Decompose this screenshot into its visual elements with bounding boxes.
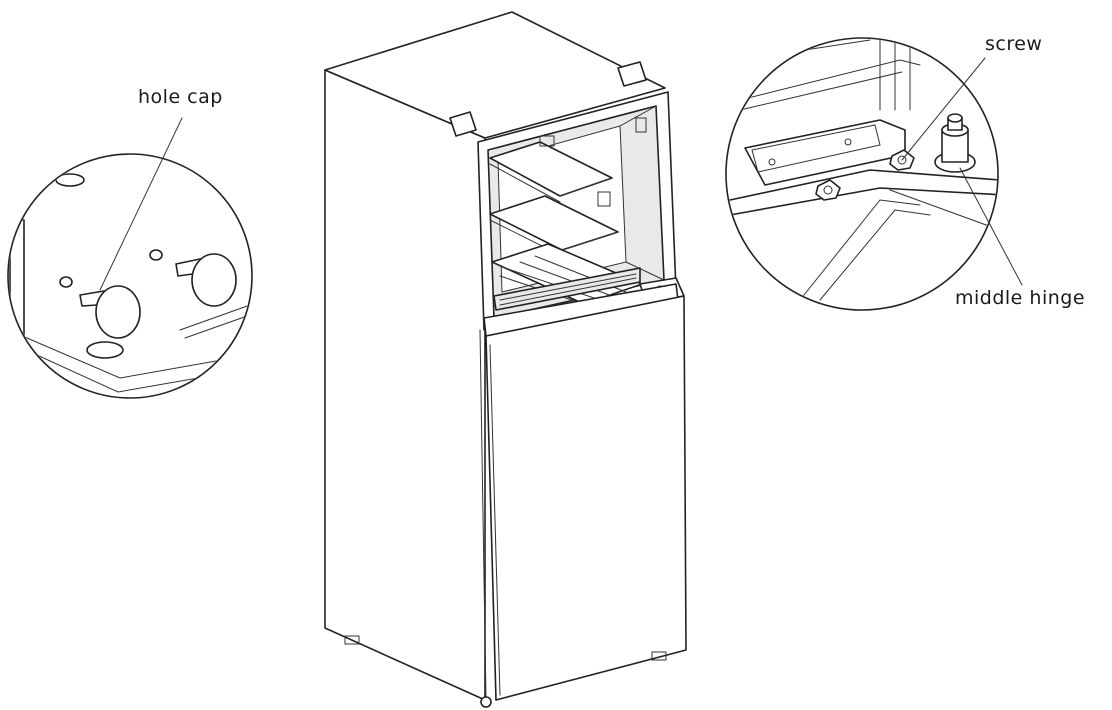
hole-cap-1 <box>79 285 141 339</box>
fridge-top-panel <box>324 11 666 139</box>
refrigerator-door <box>485 295 687 701</box>
middle-hinge-leader-line <box>959 167 1023 286</box>
detail-circle-left <box>7 153 253 399</box>
freezer-shelf-upper <box>489 135 613 203</box>
hole-cap-leader-line <box>99 117 183 291</box>
fridge-side-panel <box>324 69 486 701</box>
detail-circle-right <box>725 37 999 311</box>
top-hinge <box>449 61 647 137</box>
fridge-feet <box>344 635 667 708</box>
hole-cap-detail: hole cap <box>7 86 253 399</box>
ice-tray <box>491 243 643 311</box>
middle-hinge-detail: screw middle hinge <box>725 33 1085 311</box>
screw-label: screw <box>985 33 1042 55</box>
hole-cap-label: hole cap <box>138 86 223 108</box>
middle-hinge-pin <box>934 113 976 173</box>
refrigerator <box>324 11 687 708</box>
middle-hinge-label: middle hinge <box>955 287 1085 309</box>
screw-1 <box>815 179 841 201</box>
screw-leader-line <box>901 57 986 161</box>
hole-cap-2 <box>175 253 237 307</box>
